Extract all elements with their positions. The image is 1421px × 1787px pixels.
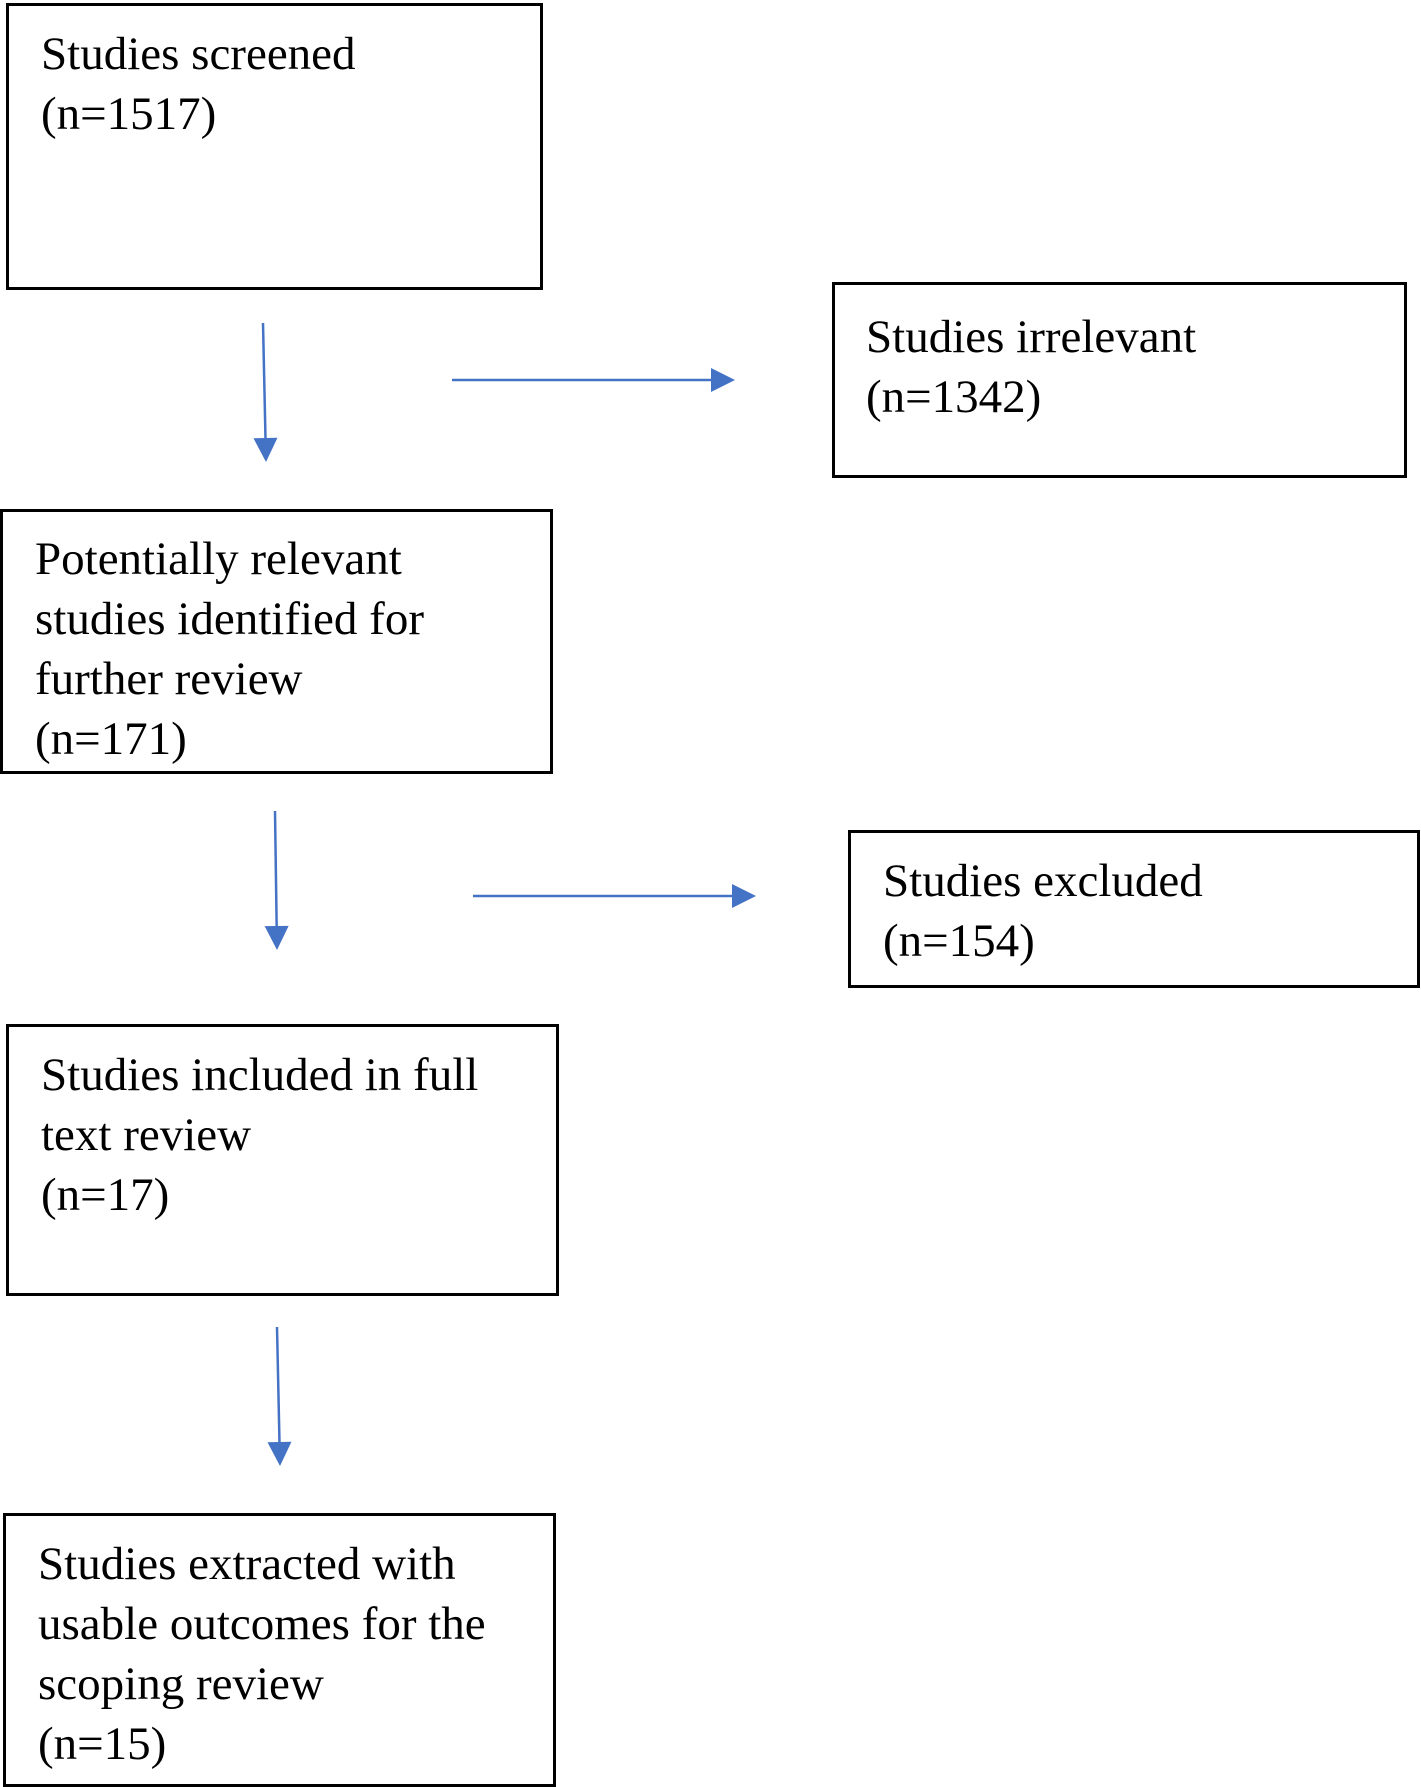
- box-studies-irrelevant-text: Studies irrelevant (n=1342): [866, 311, 1197, 423]
- arrow-full-text-to-extracted-line: [275, 1326, 281, 1443]
- arrow-screened-to-potentially-relevant-line: [261, 322, 267, 439]
- arrow-screened-to-irrelevant-head: [711, 368, 735, 392]
- arrow-screened-to-potentially-relevant: [253, 322, 278, 462]
- box-full-text-review-text: Studies included in full text review (n=…: [41, 1049, 479, 1221]
- arrow-potentially-relevant-to-excluded: [473, 884, 756, 908]
- box-studies-extracted-text: Studies extracted with usable outcomes f…: [38, 1538, 486, 1770]
- box-studies-screened: Studies screened (n=1517): [6, 3, 543, 290]
- arrow-potentially-relevant-to-full-text-line: [273, 810, 278, 927]
- arrow-potentially-relevant-to-full-text: [264, 810, 289, 950]
- box-studies-excluded-text: Studies excluded (n=154): [883, 855, 1203, 967]
- box-potentially-relevant: Potentially relevant studies identified …: [0, 509, 553, 774]
- arrow-full-text-to-extracted-head: [267, 1441, 292, 1466]
- arrow-screened-to-irrelevant: [452, 368, 735, 392]
- box-studies-extracted: Studies extracted with usable outcomes f…: [3, 1513, 556, 1787]
- box-potentially-relevant-text: Potentially relevant studies identified …: [35, 533, 424, 765]
- box-studies-irrelevant: Studies irrelevant (n=1342): [832, 282, 1407, 478]
- box-full-text-review: Studies included in full text review (n=…: [6, 1024, 559, 1296]
- arrow-screened-to-potentially-relevant-head: [253, 437, 278, 462]
- arrow-potentially-relevant-to-full-text-head: [264, 925, 289, 950]
- box-studies-excluded: Studies excluded (n=154): [848, 830, 1420, 988]
- box-studies-screened-text: Studies screened (n=1517): [41, 28, 356, 140]
- arrow-full-text-to-extracted: [267, 1326, 292, 1466]
- arrow-potentially-relevant-to-excluded-head: [732, 884, 756, 908]
